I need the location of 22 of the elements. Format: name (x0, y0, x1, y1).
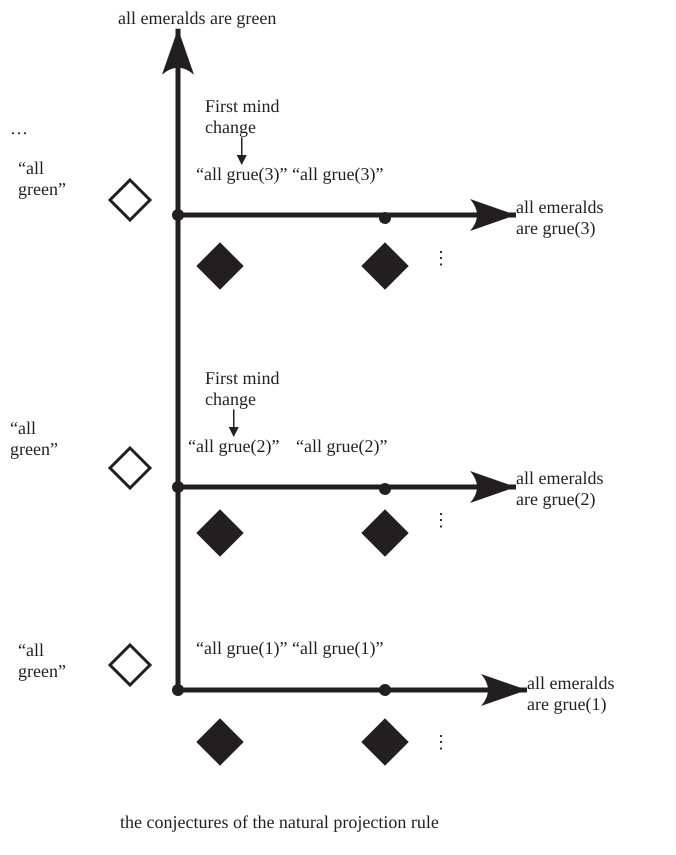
quoted-conjecture: “all grue(2)” (296, 436, 388, 457)
quoted-conjecture: “all grue(3)” (292, 164, 384, 185)
axis-label: “all grue(2)” (188, 436, 280, 457)
axis-label: all emeralds are grue(3) (516, 197, 628, 238)
axis-label: First mind change (205, 368, 320, 410)
axis-label: all emeralds are grue(1) (527, 673, 639, 714)
vertical-ellipsis: ⋮ (432, 510, 450, 531)
quoted-conjecture: “all grue(1)” (292, 638, 384, 659)
caption: the conjectures of the natural projection rule (120, 812, 439, 833)
vertical-ellipsis: ⋮ (432, 732, 450, 753)
axis-label: all emeralds are grue(2) (516, 468, 628, 510)
quoted-conjecture: “all grue(1)” (196, 638, 288, 659)
axis-label: “all grue(3)” (196, 164, 288, 185)
axis-label: First mind change (205, 96, 320, 138)
quoted-conjecture: “all green” (10, 418, 59, 460)
quoted-conjecture: “all green” (18, 640, 67, 682)
arrow (228, 409, 239, 437)
vertical-ellipsis: ⋮ (432, 248, 450, 269)
quoted-conjecture: “all green” (18, 158, 67, 200)
axis-label: all emeralds are green (118, 8, 276, 29)
ellipsis: … (10, 118, 28, 139)
arrow (236, 137, 247, 165)
